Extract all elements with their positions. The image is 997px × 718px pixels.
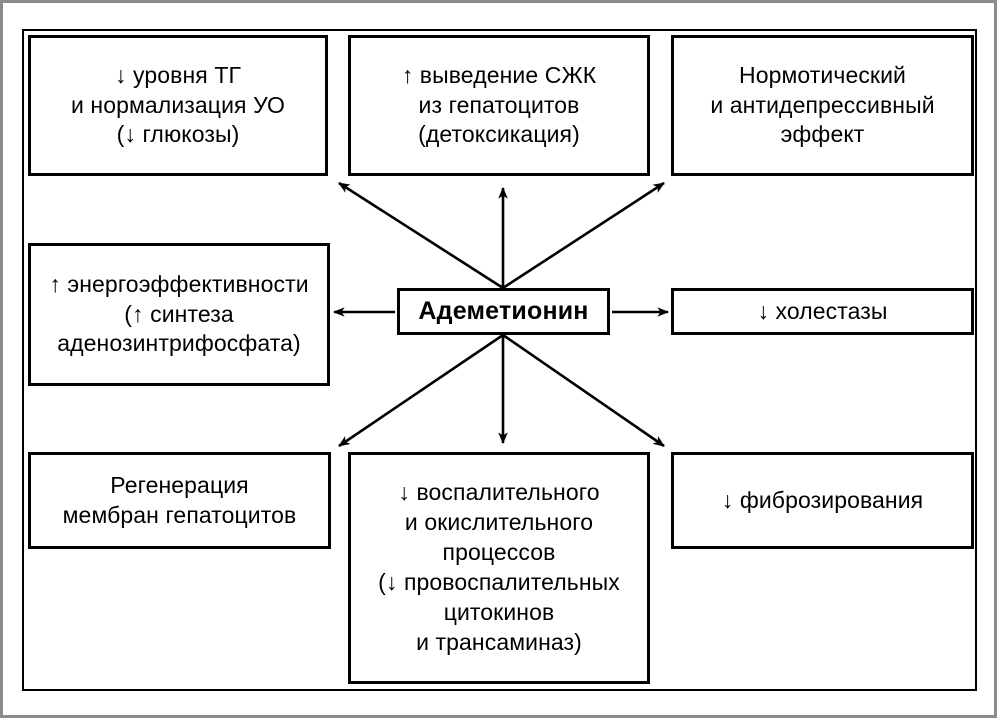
node-line: мембран гепатоцитов (62, 501, 297, 528)
node-line: эффект (780, 121, 865, 148)
node-line: цитокинов (443, 598, 555, 625)
node-line: (↓ глюкозы) (116, 121, 240, 148)
node-ademetionine-center: Адеметионин (397, 288, 610, 335)
node-ffa-excretion: ↑ выведение СЖК из гепатоцитов (детоксик… (348, 35, 650, 176)
node-line: ↑ энергоэффективности (49, 270, 309, 297)
node-energy-efficiency: ↑ энергоэффективности (↑ синтеза аденози… (28, 243, 330, 386)
connector-ademetionine-to-mood (502, 181, 665, 290)
connector-ademetionine-to-regeneration (338, 333, 504, 448)
center-node-label: Адеметионин (418, 297, 589, 326)
node-line: (↓ провоспалительных (378, 569, 620, 595)
node-inflammation-oxidation: ↓ воспалительного и окислительного проце… (348, 452, 650, 684)
figure-outer-frame (22, 29, 977, 691)
node-line: ↓ уровня ТГ (114, 61, 242, 88)
node-triglycerides: ↓ уровня ТГ и нормализация УО (↓ глюкозы… (28, 35, 328, 176)
node-line: Нормотический (738, 61, 906, 88)
node-line: ↑ выведение СЖК (401, 61, 597, 88)
node-line: (↑ синтеза (124, 300, 234, 327)
node-membrane-regeneration: Регенерация мембран гепатоцитов (28, 452, 331, 549)
node-antidepressive-effect: Нормотический и антидепрессивный эффект (671, 35, 974, 176)
node-cholestasis: ↓ холестазы (671, 288, 974, 335)
node-line: ↓ холестазы (757, 297, 888, 324)
connector-ademetionine-to-fibrosis (502, 333, 665, 448)
node-line: ↓ воспалительного (398, 479, 600, 506)
node-line: Регенерация (110, 471, 249, 498)
node-fibrosis: ↓ фиброзирования (671, 452, 974, 549)
node-line: и нормализация УО (70, 91, 286, 118)
connector-layer (332, 181, 670, 448)
node-line: ↓ фиброзирования (721, 486, 924, 513)
node-line: и антидепрессивный (710, 91, 935, 118)
node-line: процессов (442, 539, 556, 566)
node-line: (детоксикация) (418, 121, 580, 148)
node-line: из гепатоцитов (418, 91, 580, 118)
connector-ademetionine-to-tg (338, 181, 504, 290)
node-line: и окислительного (404, 509, 594, 536)
node-line: аденозинтрифосфата) (57, 330, 301, 357)
node-line: и трансаминаз) (416, 628, 582, 655)
